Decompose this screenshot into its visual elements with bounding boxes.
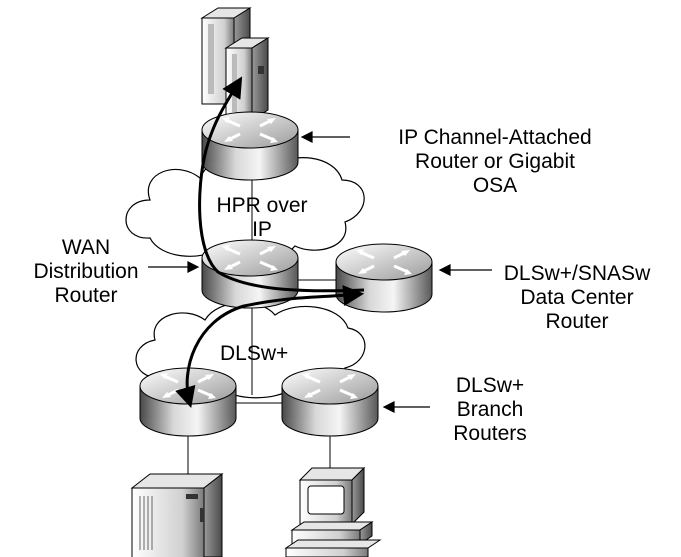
pointer-arrows <box>148 131 492 413</box>
workstation-icon <box>284 466 382 557</box>
flow-arrows <box>175 76 365 409</box>
mainframe-icon <box>200 7 270 121</box>
router-icon-data-center <box>334 242 434 314</box>
router-icon-wan-distribution <box>200 238 300 310</box>
dlsw-snasw-router-label: DLSw+/SNASw Data Center Router <box>503 262 651 333</box>
hpr-over-ip-label: HPR over IP <box>216 194 308 241</box>
dlsw-branch-routers-label: DLSw+ Branch Routers <box>453 374 527 445</box>
router-icon-branch-right <box>280 366 380 438</box>
ip-channel-router-label: IP Channel-Attached Router or Gigabit OS… <box>398 126 592 197</box>
wan-distribution-router-label: WAN Distribution Router <box>33 236 139 307</box>
dlsw-cloud-label: DLSw+ <box>220 342 289 365</box>
server-icon <box>130 472 224 557</box>
dlsw-flow-arrow <box>175 285 365 409</box>
